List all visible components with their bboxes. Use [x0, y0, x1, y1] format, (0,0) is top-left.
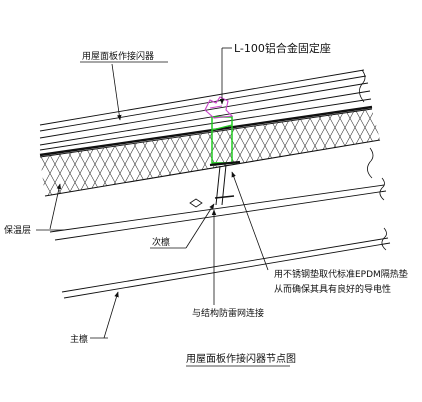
drawing-caption: 用屋面板作接闪器节点图	[186, 352, 296, 365]
roof-panel-label: 用屋面板作接闪器	[82, 50, 154, 62]
insulation-label: 保温层	[4, 224, 31, 236]
steel-sheet	[39, 105, 373, 157]
stainless-washer	[189, 160, 241, 208]
purlin-label: 次檩	[152, 236, 170, 248]
break-marks	[359, 69, 387, 251]
purlin-layers	[49, 184, 387, 241]
roof-panel-layers	[39, 69, 372, 151]
insulation-layer	[39, 108, 381, 197]
grounding-label: 与结构防雷网连接	[192, 307, 264, 319]
main-beam-layers	[61, 237, 391, 299]
main-beam-label: 主檩	[70, 333, 88, 345]
panel-clip	[204, 96, 234, 119]
leader-lines	[36, 47, 269, 339]
epdm-note-line1: 用不锈钢垫取代标准EPDM隔热垫	[274, 268, 408, 280]
epdm-note-line2: 从而确保其具有良好的导电性	[274, 283, 391, 295]
bracket-label: L-100铝合金固定座	[234, 41, 331, 55]
